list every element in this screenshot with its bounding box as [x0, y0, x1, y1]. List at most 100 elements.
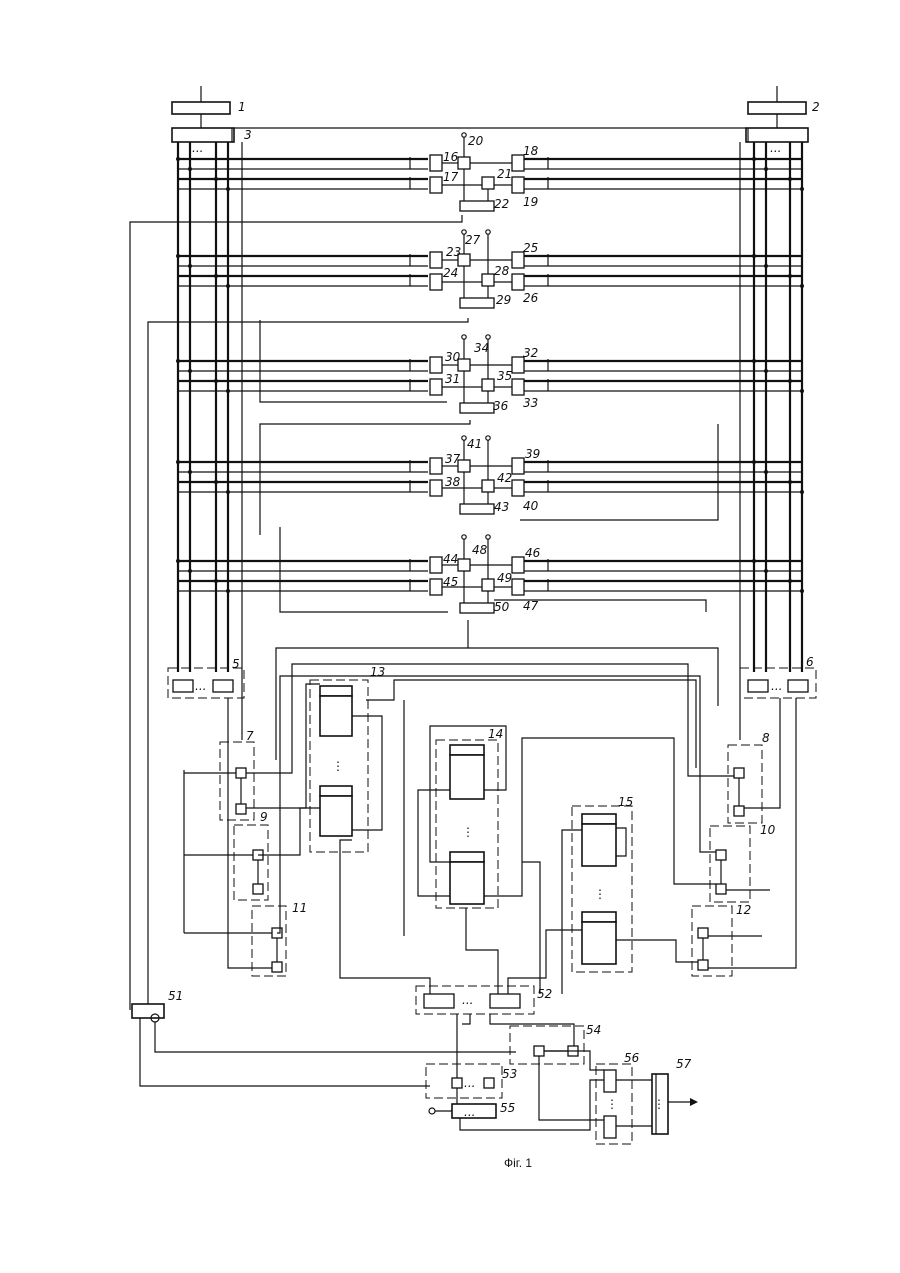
label-26: 26 — [523, 291, 539, 305]
stage-3-input-pin — [462, 335, 466, 339]
label-33: 33 — [523, 396, 538, 410]
stage-2-input-pin-2 — [486, 230, 490, 234]
label-53: 53 — [502, 1067, 517, 1081]
stage-4-right-register-a — [512, 458, 524, 474]
stage-3-right-register-b — [512, 379, 524, 395]
label-50: 50 — [494, 600, 510, 614]
block-53: ... 53 — [426, 1014, 517, 1098]
stage-5-input-pin — [462, 535, 466, 539]
left-vertical-bus — [178, 142, 242, 740]
label-38: 38 — [445, 475, 461, 489]
label-3: 3 — [244, 128, 252, 142]
label-42: 42 — [497, 471, 512, 485]
label-13: 13 — [370, 665, 385, 679]
feedback-wires — [130, 215, 718, 1010]
label-27: 27 — [465, 233, 481, 247]
stage-5-right-register-a — [512, 557, 524, 573]
label-2: 2 — [812, 100, 820, 114]
label-32: 32 — [523, 346, 538, 360]
label-8: 8 — [762, 731, 770, 745]
label-57: 57 — [676, 1057, 692, 1071]
label-22: 22 — [494, 197, 509, 211]
label-1: 1 — [238, 100, 246, 114]
label-11: 11 — [292, 901, 307, 915]
label-48: 48 — [472, 543, 488, 557]
figure-caption: Фіг. 1 — [504, 1156, 532, 1170]
stage-5-input-pin-2 — [486, 535, 490, 539]
stage-2-comparator-b — [482, 274, 494, 286]
stage-4-right-register-b — [512, 480, 524, 496]
svg-text:⋮: ⋮ — [653, 1097, 665, 1111]
processor-block-13: ⋮ 13 — [310, 665, 385, 852]
label-36: 36 — [493, 399, 509, 413]
stage-5-comparator-a — [458, 559, 470, 571]
bus-block-3: 3 ... — [172, 114, 252, 155]
comparator-stages — [176, 133, 804, 613]
svg-text:...: ... — [464, 1105, 475, 1119]
label-6: 6 — [806, 655, 814, 669]
svg-text:...: ... — [195, 679, 206, 693]
label-31: 31 — [445, 372, 460, 386]
label-15: 15 — [618, 795, 633, 809]
stage-5-comparator-b — [482, 579, 494, 591]
stage-4-input-pin-2 — [486, 436, 490, 440]
stage-2-output-register — [460, 298, 494, 308]
block-5: ... 5 — [168, 657, 244, 698]
label-35: 35 — [497, 369, 512, 383]
label-41: 41 — [467, 437, 482, 451]
stage-3-input-pin-2 — [486, 335, 490, 339]
selector-block-8: 8 — [728, 731, 770, 823]
label-24: 24 — [443, 266, 458, 280]
label-37: 37 — [445, 452, 461, 466]
merge-block-52: ... 52 — [416, 986, 552, 1014]
stage-4-left-register-b — [430, 480, 442, 496]
stage-1-right-register-b — [512, 177, 524, 193]
label-14: 14 — [488, 727, 503, 741]
label-52: 52 — [537, 987, 552, 1001]
stage-1-left-register-b — [430, 177, 442, 193]
label-54: 54 — [586, 1023, 601, 1037]
stage-1-output-register — [460, 201, 494, 211]
label-12: 12 — [736, 903, 751, 917]
bus-block-4: ... — [746, 114, 808, 155]
svg-text:⋮: ⋮ — [606, 1097, 618, 1111]
selector-block-9: 9 — [184, 810, 268, 900]
svg-text:⋮: ⋮ — [594, 887, 606, 901]
label-23: 23 — [446, 245, 461, 259]
stage-4-left-register-a — [430, 458, 442, 474]
processor-block-15: ⋮ 15 — [572, 795, 633, 972]
label-44: 44 — [443, 552, 458, 566]
stage-3-left-register-b — [430, 379, 442, 395]
stage-3-left-register-a — [430, 357, 442, 373]
selector-block-12: 12 — [692, 903, 751, 976]
output-block-57: ⋮ 57 — [652, 1057, 698, 1134]
svg-text:⋮: ⋮ — [332, 759, 344, 773]
stage-3-output-register — [460, 403, 494, 413]
stage-2-right-register-b — [512, 274, 524, 290]
input-block-2: 2 — [748, 86, 820, 114]
label-29: 29 — [496, 293, 511, 307]
label-19: 19 — [523, 195, 538, 209]
stage-1-comparator-a — [458, 157, 470, 169]
label-18: 18 — [523, 144, 539, 158]
label-30: 30 — [445, 350, 461, 364]
stage-2-left-register-b — [430, 274, 442, 290]
label-21: 21 — [497, 167, 512, 181]
label-5: 5 — [232, 657, 240, 671]
stage-1-comparator-b — [482, 177, 494, 189]
label-34: 34 — [474, 341, 489, 355]
right-vertical-bus — [740, 142, 802, 740]
selector-block-7: 7 — [184, 729, 254, 820]
stage-5-right-register-b — [512, 579, 524, 595]
label-45: 45 — [443, 575, 458, 589]
svg-text:⋮: ⋮ — [462, 825, 474, 839]
label-47: 47 — [523, 599, 539, 613]
ellipsis-4: ... — [770, 141, 781, 155]
label-9: 9 — [260, 810, 268, 824]
label-49: 49 — [497, 571, 512, 585]
stage-4-output-register — [460, 504, 494, 514]
svg-text:...: ... — [462, 993, 473, 1007]
label-43: 43 — [494, 500, 509, 514]
stage-5-left-register-b — [430, 579, 442, 595]
